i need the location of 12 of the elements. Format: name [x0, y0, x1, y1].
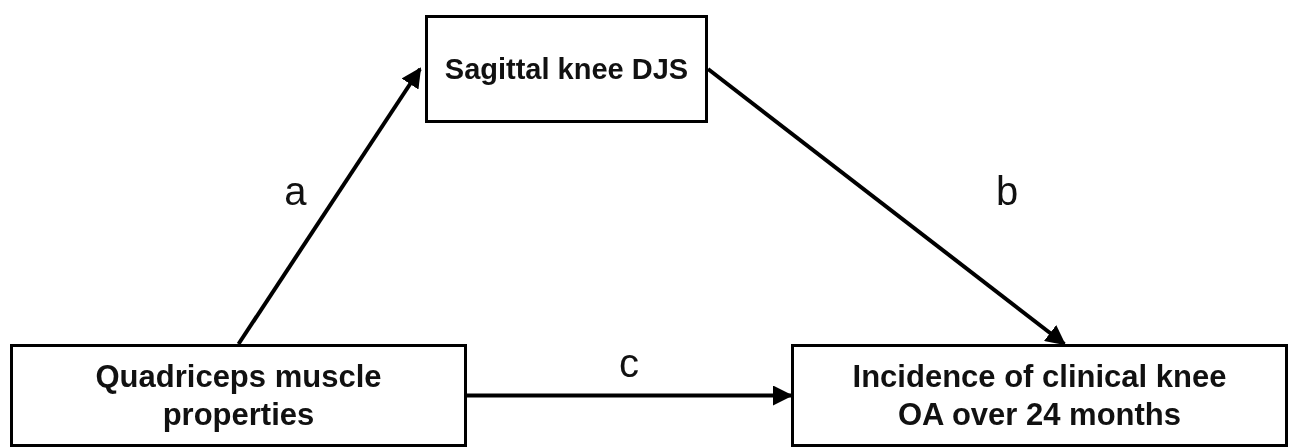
edge-label: b — [996, 170, 1019, 211]
arrow — [706, 67, 1066, 346]
box-label: Sagittal knee DJS — [444, 51, 689, 87]
process-box — [10, 344, 467, 447]
process-box — [425, 15, 708, 123]
arrow — [236, 67, 422, 346]
edge-label: c — [619, 342, 639, 383]
box-label: Incidence of clinical knee OA over 24 months — [851, 358, 1228, 433]
process-box — [791, 344, 1288, 447]
box-label: Quadriceps muscle properties — [94, 358, 383, 433]
edge-label: a — [284, 170, 307, 211]
arrow — [467, 385, 793, 406]
